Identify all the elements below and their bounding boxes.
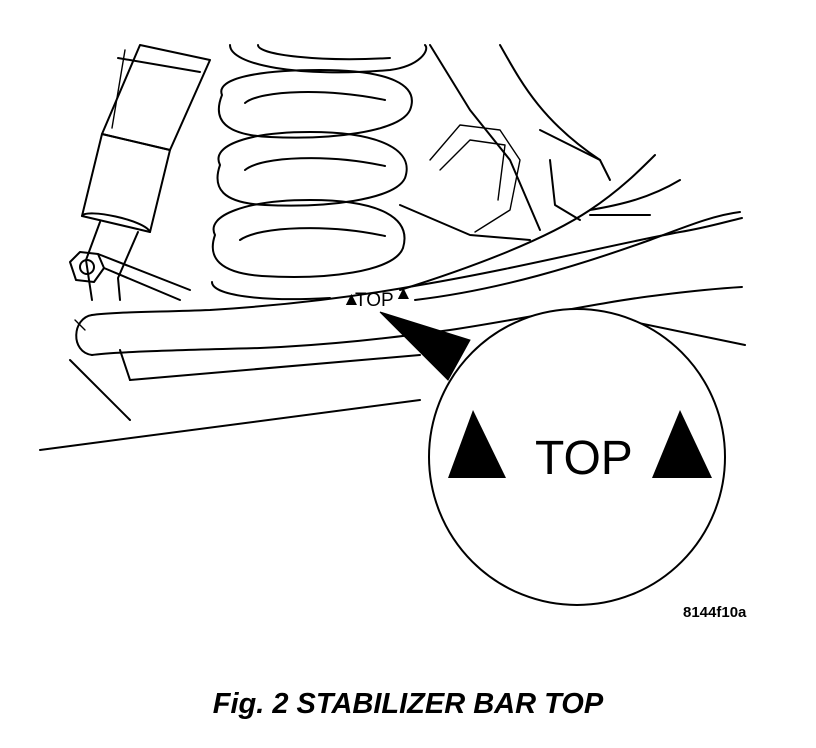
link-bolt <box>69 251 191 301</box>
detail-callout: TOP <box>428 308 726 606</box>
callout-left-triangle <box>448 410 506 478</box>
callout-pointer <box>379 311 471 381</box>
bar-top-text: TOP <box>355 290 394 311</box>
frame-lines <box>39 44 746 451</box>
bar-top-left-arrow: ▲ <box>342 289 361 310</box>
callout-top-text: TOP <box>535 432 633 485</box>
callout-right-triangle <box>652 410 712 478</box>
bar-top-right-arrow: ▲ <box>394 283 413 304</box>
figure-caption: Fig. 2 STABILIZER BAR TOP <box>212 688 604 720</box>
figure-id: 8144f10a <box>683 604 747 621</box>
coil-spring <box>211 44 428 301</box>
stabilizer-bar <box>74 217 743 356</box>
frame-rail <box>399 154 741 301</box>
bar-top-marking: ▲ TOP ▲ <box>342 283 413 311</box>
